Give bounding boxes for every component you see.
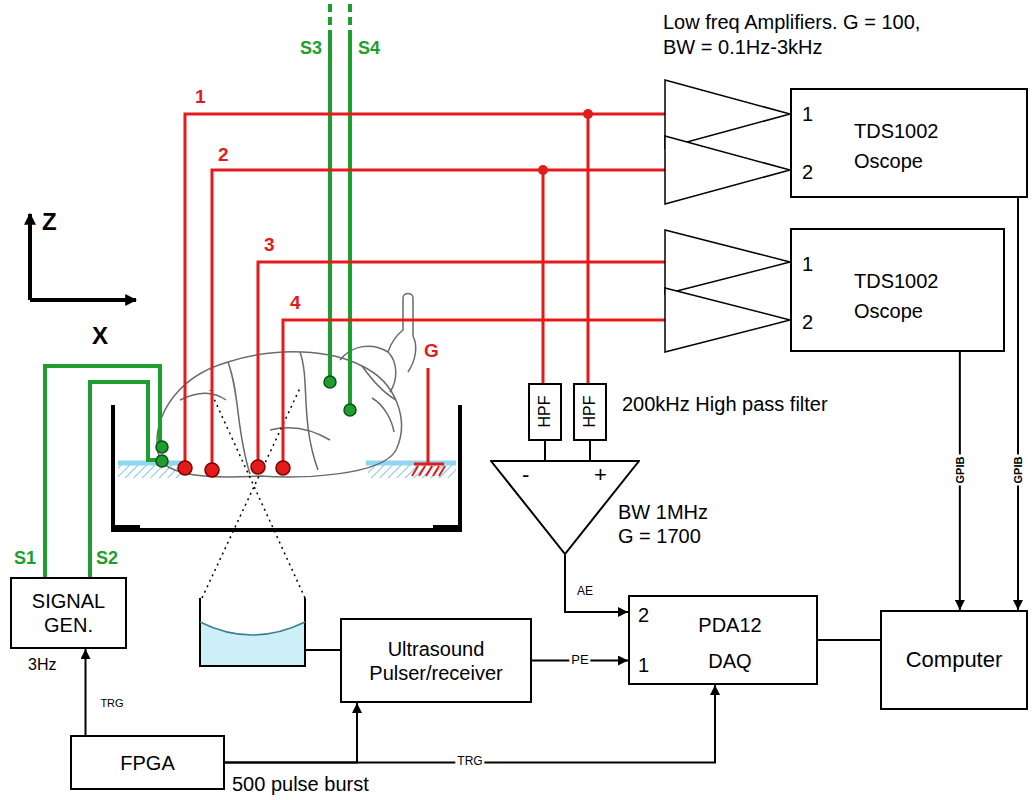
channel-number: 2 (638, 603, 649, 627)
axis-label: Z (42, 208, 57, 237)
computer-box: Computer (880, 610, 1028, 710)
channel-number: 1 (638, 653, 649, 677)
signal-connector (225, 703, 357, 763)
connector-label: PE (569, 653, 590, 668)
oscilloscope-box: 1 2 TDS1002 Oscope (790, 88, 1028, 198)
channel-number: 2 (802, 160, 813, 184)
connector-label: TRG (455, 755, 484, 769)
box-label: PDA12 DAQ (680, 607, 780, 679)
electrode-number: 4 (290, 292, 301, 315)
filter-box: HPF (573, 383, 607, 441)
box-label: TDS1002 Oscope (854, 116, 994, 176)
oscilloscope-box: 1 2 TDS1002 Oscope (790, 228, 1005, 352)
connector-label: GPIB (954, 455, 967, 486)
box-label: HPF (580, 396, 599, 428)
signal-generator-box: SIGNAL GEN. (10, 577, 127, 649)
box-label: HPF (535, 396, 554, 428)
ultrasound-beam (202, 388, 305, 598)
signal-connector (818, 639, 880, 641)
connector-label: TRG (98, 697, 125, 710)
amplifier-note: Low freq Amplifiers. G = 100, BW = 0.1Hz… (663, 10, 953, 60)
signal-name: S1 (14, 548, 36, 570)
input-sign: + (594, 462, 607, 488)
burst-note: 500 pulse burst (232, 772, 369, 796)
amplifier-symbol (665, 80, 790, 352)
tank-outline (113, 405, 460, 530)
frequency-label: 3Hz (28, 655, 56, 674)
signal-connector (544, 441, 546, 460)
electrode-number: 3 (264, 234, 275, 257)
amplifier-outline (490, 460, 640, 555)
signal-connector (85, 649, 87, 735)
stimulation-wires (45, 4, 350, 577)
box-label: SIGNAL GEN. (16, 589, 121, 637)
electrode-number: 2 (218, 144, 229, 167)
ground-label: G (424, 340, 439, 363)
axis-label: X (92, 322, 108, 351)
channel-number: 1 (802, 102, 813, 126)
signal-name: S4 (358, 38, 380, 60)
amplifier-note: BW 1MHz G = 1700 (618, 500, 713, 548)
filter-box: HPF (528, 383, 562, 441)
electrode-number: 1 (195, 86, 206, 109)
amplifier-triangle (491, 461, 639, 554)
daq-box: 2 1 PDA12 DAQ (628, 595, 818, 685)
fpga-box: FPGA (70, 735, 225, 790)
signal-connector (1017, 198, 1019, 610)
box-label: TDS1002 Oscope (854, 266, 984, 326)
input-sign: - (522, 462, 529, 488)
recording-wires (185, 114, 665, 470)
channel-number: 1 (802, 252, 813, 276)
ground-symbol (412, 464, 445, 476)
pulser-box: Ultrasound Pulser/receiver (340, 618, 532, 703)
recording-electrodes (178, 109, 593, 477)
differential-amplifier: -+ (490, 460, 640, 555)
signal-name: S3 (300, 38, 322, 60)
ultrasound-transducer (200, 598, 340, 666)
signal-connector (565, 555, 628, 612)
box-label: FPGA (120, 751, 174, 775)
signal-name: S2 (96, 548, 118, 570)
connector-label: GPIB (1012, 455, 1025, 486)
filter-note: 200kHz High pass filter (622, 392, 828, 416)
tank-corner (113, 525, 460, 531)
channel-number: 2 (802, 310, 813, 334)
box-label: Ultrasound Pulser/receiver (346, 637, 526, 685)
box-label: Computer (906, 647, 1003, 673)
signal-connector (589, 441, 591, 460)
connector-label: AE (575, 585, 595, 599)
